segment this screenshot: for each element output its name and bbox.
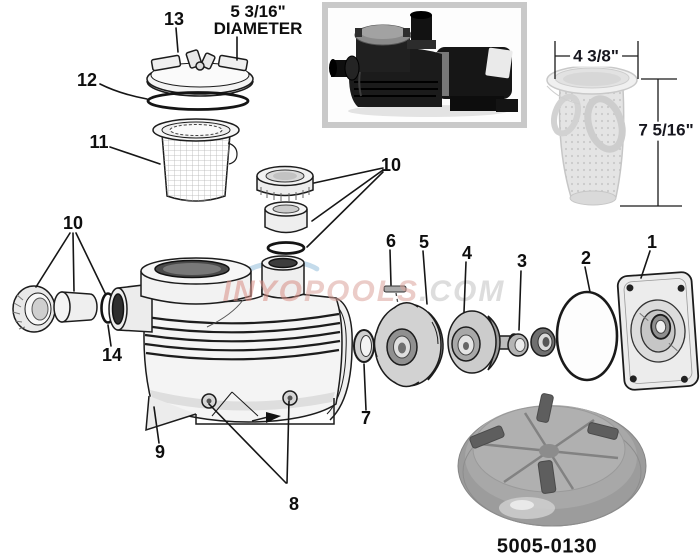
part-7-ring bbox=[353, 329, 375, 363]
basket-height-dimension: 7 5/16" bbox=[635, 121, 697, 141]
part-9-pump-housing bbox=[108, 255, 353, 432]
part-13-trap-lid bbox=[146, 49, 254, 97]
basket-photo bbox=[546, 65, 638, 206]
callout-2: 2 bbox=[580, 248, 592, 268]
watermark-inyo: INYO bbox=[222, 275, 305, 308]
lid-part-number: 5005-0130 bbox=[496, 535, 598, 558]
part-5-diffuser bbox=[373, 302, 444, 388]
dimension-lines bbox=[554, 41, 682, 207]
callout-10-right: 10 bbox=[380, 155, 402, 175]
callout-6: 6 bbox=[385, 231, 397, 251]
lid-photo bbox=[457, 393, 647, 527]
callout-5: 5 bbox=[418, 232, 430, 252]
callout-14: 14 bbox=[101, 345, 123, 365]
part-8-drain-plugs bbox=[201, 390, 298, 409]
callout-11: 11 bbox=[89, 132, 109, 152]
callout-3: 3 bbox=[516, 251, 528, 271]
part-3-shaft-seal bbox=[507, 327, 556, 357]
lid-diameter-dimension: 5 3/16" DIAMETER bbox=[214, 3, 303, 37]
part-10-union-stack bbox=[256, 165, 314, 255]
part-2-gasket bbox=[555, 290, 619, 382]
lid-diameter-value: 5 3/16" bbox=[230, 2, 286, 21]
callout-9: 9 bbox=[154, 442, 166, 462]
watermark: INYOPOOLS.COM bbox=[223, 275, 506, 309]
callout-1: 1 bbox=[646, 232, 658, 252]
part-11-strainer-basket bbox=[152, 118, 240, 202]
callout-12: 12 bbox=[76, 70, 98, 90]
part-1-seal-plate bbox=[616, 271, 700, 391]
callout-10-left: 10 bbox=[62, 213, 84, 233]
callout-8: 8 bbox=[288, 494, 300, 514]
pump-product-photo bbox=[322, 2, 527, 128]
callout-7: 7 bbox=[360, 408, 372, 428]
part-10-union-left bbox=[12, 285, 116, 333]
callout-13: 13 bbox=[163, 9, 185, 29]
watermark-pools: POOLS bbox=[304, 275, 420, 308]
watermark-dotcom: .COM bbox=[419, 275, 506, 308]
basket-diameter-dimension: 4 3/8" bbox=[570, 47, 622, 67]
callout-4: 4 bbox=[461, 243, 473, 263]
lid-diameter-label: DIAMETER bbox=[213, 19, 303, 38]
part-12-oring bbox=[146, 91, 250, 111]
